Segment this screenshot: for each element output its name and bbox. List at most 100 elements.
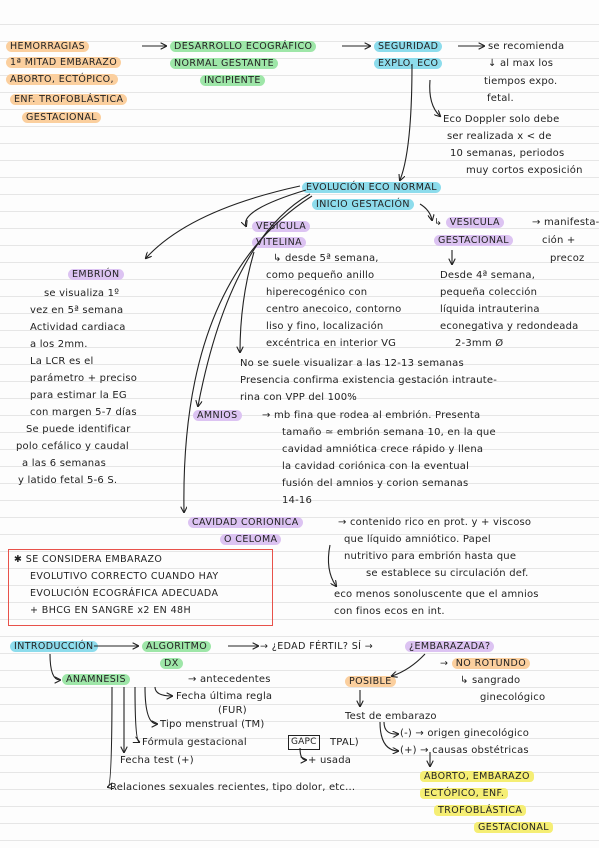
- seguridad-sub: EXPLO. ECO: [374, 57, 443, 70]
- vitelina-line: centro anecoico, contorno: [266, 304, 402, 315]
- right-arrow-icon: →: [262, 410, 274, 421]
- down-arrow-icon: ↓: [488, 58, 500, 69]
- fecha-test: Fecha test (+): [120, 755, 194, 766]
- doppler-line: ser realizada x < de: [447, 131, 552, 142]
- right-arrow-icon: →: [361, 641, 374, 652]
- definition-box: [8, 549, 273, 626]
- right-arrow-icon: →: [532, 217, 544, 228]
- gapc-box: GAPC: [288, 735, 320, 750]
- box-line: EVOLUCIÓN ECOGRÁFICA ADECUADA: [30, 588, 219, 599]
- desarrollo-line: INCIPIENTE: [200, 74, 265, 87]
- gestacional-side: precoz: [550, 253, 585, 264]
- test-pos: (+) → causas obstétricas: [400, 745, 529, 756]
- final-line: ABORTO, EMBARAZO: [420, 770, 534, 783]
- vesicula-vitelina-title: VITELINA: [252, 236, 307, 249]
- embrion-line: Actividad cardiaca: [30, 322, 126, 333]
- box-line: + BHCG EN SANGRE x2 EN 48H: [30, 605, 192, 616]
- embarazada-label: ¿EMBARAZADA?: [405, 640, 495, 653]
- embrion-line: con margen 5-7 días: [30, 407, 137, 418]
- embrion-line: a los 2mm.: [30, 339, 88, 350]
- gestacional-line: 2-3mm Ø: [455, 338, 504, 349]
- hemorragias-line: GESTACIONAL: [22, 111, 102, 124]
- vesicula-gestacional-title: ↳ VESICULA: [434, 216, 504, 229]
- arrow: [108, 686, 112, 787]
- tm-label: Tipo menstrual (TM): [160, 719, 265, 730]
- relaciones: Relaciones sexuales recientes, tipo dolo…: [110, 782, 356, 793]
- recomienda-line: ↓ al max los: [488, 58, 554, 69]
- embrion-title: EMBRIÓN: [68, 268, 124, 281]
- arrow: [383, 721, 398, 734]
- arrow: [240, 251, 255, 352]
- embrion-line: Se puede identificar: [26, 424, 131, 435]
- no-visualizar-line: rina con VPP del 100%: [240, 392, 357, 403]
- doppler-line: 10 semanas, periodos: [450, 148, 565, 159]
- no-visualizar-line: Presencia confirma existencia gestación …: [240, 375, 498, 386]
- evolucion-sub: INICIO GESTACIÓN: [312, 198, 414, 211]
- vesicula-vitelina-title: VESICULA: [252, 220, 311, 233]
- vitelina-line: liso y fino, localización: [266, 321, 384, 332]
- embrion-line: a las 6 semanas: [22, 458, 107, 469]
- gestacional-side: ción +: [542, 235, 576, 246]
- intro-label: INTRODUCCIÓN: [10, 640, 98, 653]
- hemorragias-line: 1ª MITAD EMBARAZO: [6, 56, 122, 69]
- arrow: [146, 185, 301, 258]
- vesicula-gestacional-title: GESTACIONAL: [434, 234, 514, 247]
- fur-abbr: (FUR): [218, 705, 247, 716]
- box-line: EVOLUTIVO CORRECTO CUANDO HAY: [30, 571, 219, 582]
- cavidad-line: → contenido rico en prot. y + viscoso: [338, 517, 532, 528]
- amnios-line: 14-16: [282, 495, 313, 506]
- vitelina-line: ↳ desde 5ª semana,: [273, 253, 379, 264]
- embrion-line: polo cefálico y caudal: [16, 441, 129, 452]
- cavidad-line: nutritivo para embrión hasta que: [344, 551, 517, 562]
- usada-label: + usada: [308, 755, 352, 766]
- vitelina-line: como pequeño anillo: [266, 270, 375, 281]
- no-rotundo-label: → NO ROTUNDO: [440, 657, 531, 670]
- antecedentes: → antecedentes: [188, 674, 271, 685]
- amnios-line: fusión del amnios y corion semanas: [282, 478, 469, 489]
- desarrollo-line: NORMAL GESTANTE: [170, 57, 279, 70]
- gestacional-line: Desde 4ª semana,: [440, 270, 536, 281]
- arrow: [144, 686, 157, 724]
- tpal-label: TPAL): [330, 737, 359, 748]
- amnios-line: la cavidad coriónica con la eventual: [282, 461, 470, 472]
- hemorragias-line: ABORTO, ECTÓPICO,: [6, 73, 118, 86]
- vitelina-line: hiperecogénico con: [266, 287, 368, 298]
- embrion-line: se visualiza 1º: [44, 288, 120, 299]
- arrow: [419, 203, 432, 220]
- desarrollo-title: DESARROLLO ECOGRÁFICO: [170, 40, 317, 53]
- amnios-line: tamaño ≃ embrión semana 10, en la que: [282, 427, 496, 438]
- arrow: [392, 653, 426, 676]
- doppler-line: Eco Doppler solo debe: [443, 114, 560, 125]
- cavidad-line: que líquido amniótico. Papel: [344, 534, 491, 545]
- embrion-line: y latido fetal 5-6 S.: [18, 475, 118, 486]
- final-line: TROFOBLÁSTICA: [434, 804, 527, 817]
- arrow: [135, 686, 139, 742]
- right-arrow-icon: →: [188, 674, 200, 685]
- sangrado-line: ↳ sangrado: [460, 675, 521, 686]
- cavidad-line: con finos ecos en int.: [334, 606, 445, 617]
- amnios-line: cavidad amniótica crece rápido y llena: [282, 444, 484, 455]
- gestacional-line: líquida intrauterina: [440, 304, 540, 315]
- recomienda-line: fetal.: [487, 93, 514, 104]
- test-neg: (-) → origen ginecológico: [400, 728, 530, 739]
- gestacional-side: → manifesta-: [532, 217, 599, 228]
- embrion-line: vez en 5ª semana: [30, 305, 124, 316]
- cavidad-title: CAVIDAD CORIONICA: [188, 516, 303, 529]
- recomienda-line: tiempos expo.: [484, 76, 558, 87]
- arrow: [379, 721, 398, 751]
- gestacional-line: pequeña colección: [440, 287, 538, 298]
- right-arrow-icon: →: [260, 641, 272, 652]
- formula-label: Fórmula gestacional: [142, 737, 247, 748]
- embrion-line: La LCR es el: [30, 356, 94, 367]
- final-line: GESTACIONAL: [474, 821, 554, 834]
- seguridad-title: SEGURIDAD: [374, 40, 443, 53]
- hemorragias-line: ENF. TROFOBLÁSTICA: [10, 93, 128, 106]
- doppler-line: muy cortos exposición: [466, 165, 583, 176]
- embrion-line: parámetro + preciso: [30, 373, 138, 384]
- gestacional-line: econegativa y redondeada: [440, 321, 579, 332]
- right-arrow-icon: →: [440, 658, 452, 669]
- no-visualizar-line: No se suele visualizar a las 12-13 seman…: [240, 358, 464, 369]
- anamnesis-title: ANAMNESIS: [62, 673, 130, 686]
- test-label: Test de embarazo: [345, 711, 437, 722]
